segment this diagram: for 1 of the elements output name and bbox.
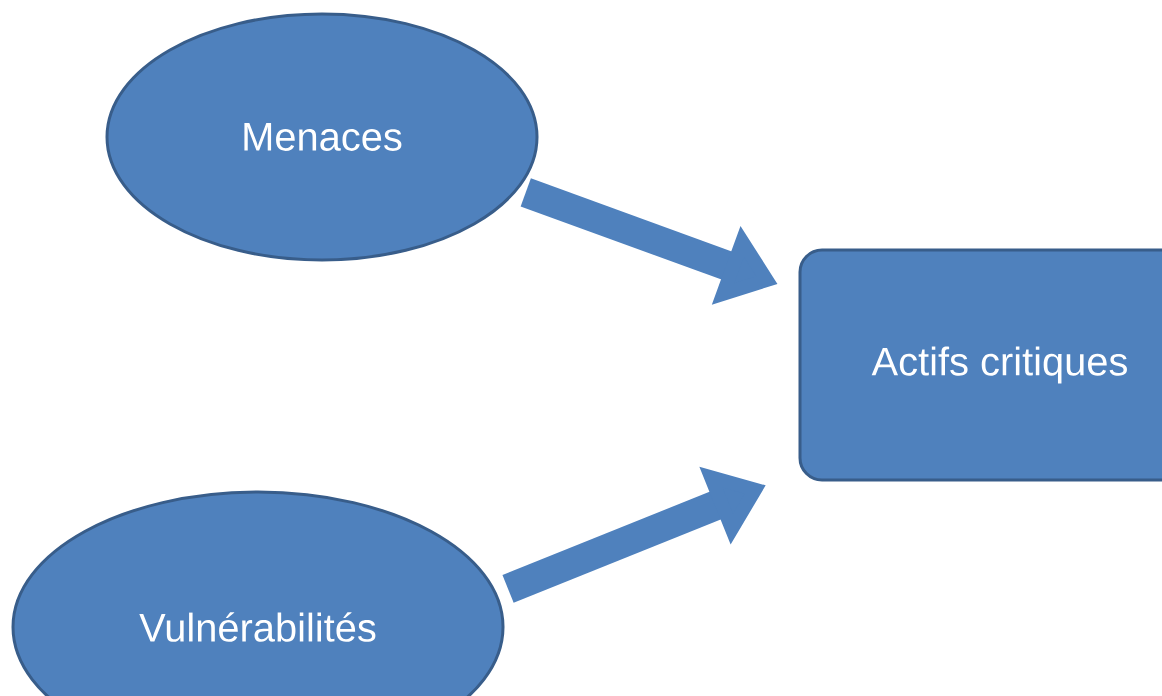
rounded-box: Actifs critiques <box>798 248 1162 482</box>
